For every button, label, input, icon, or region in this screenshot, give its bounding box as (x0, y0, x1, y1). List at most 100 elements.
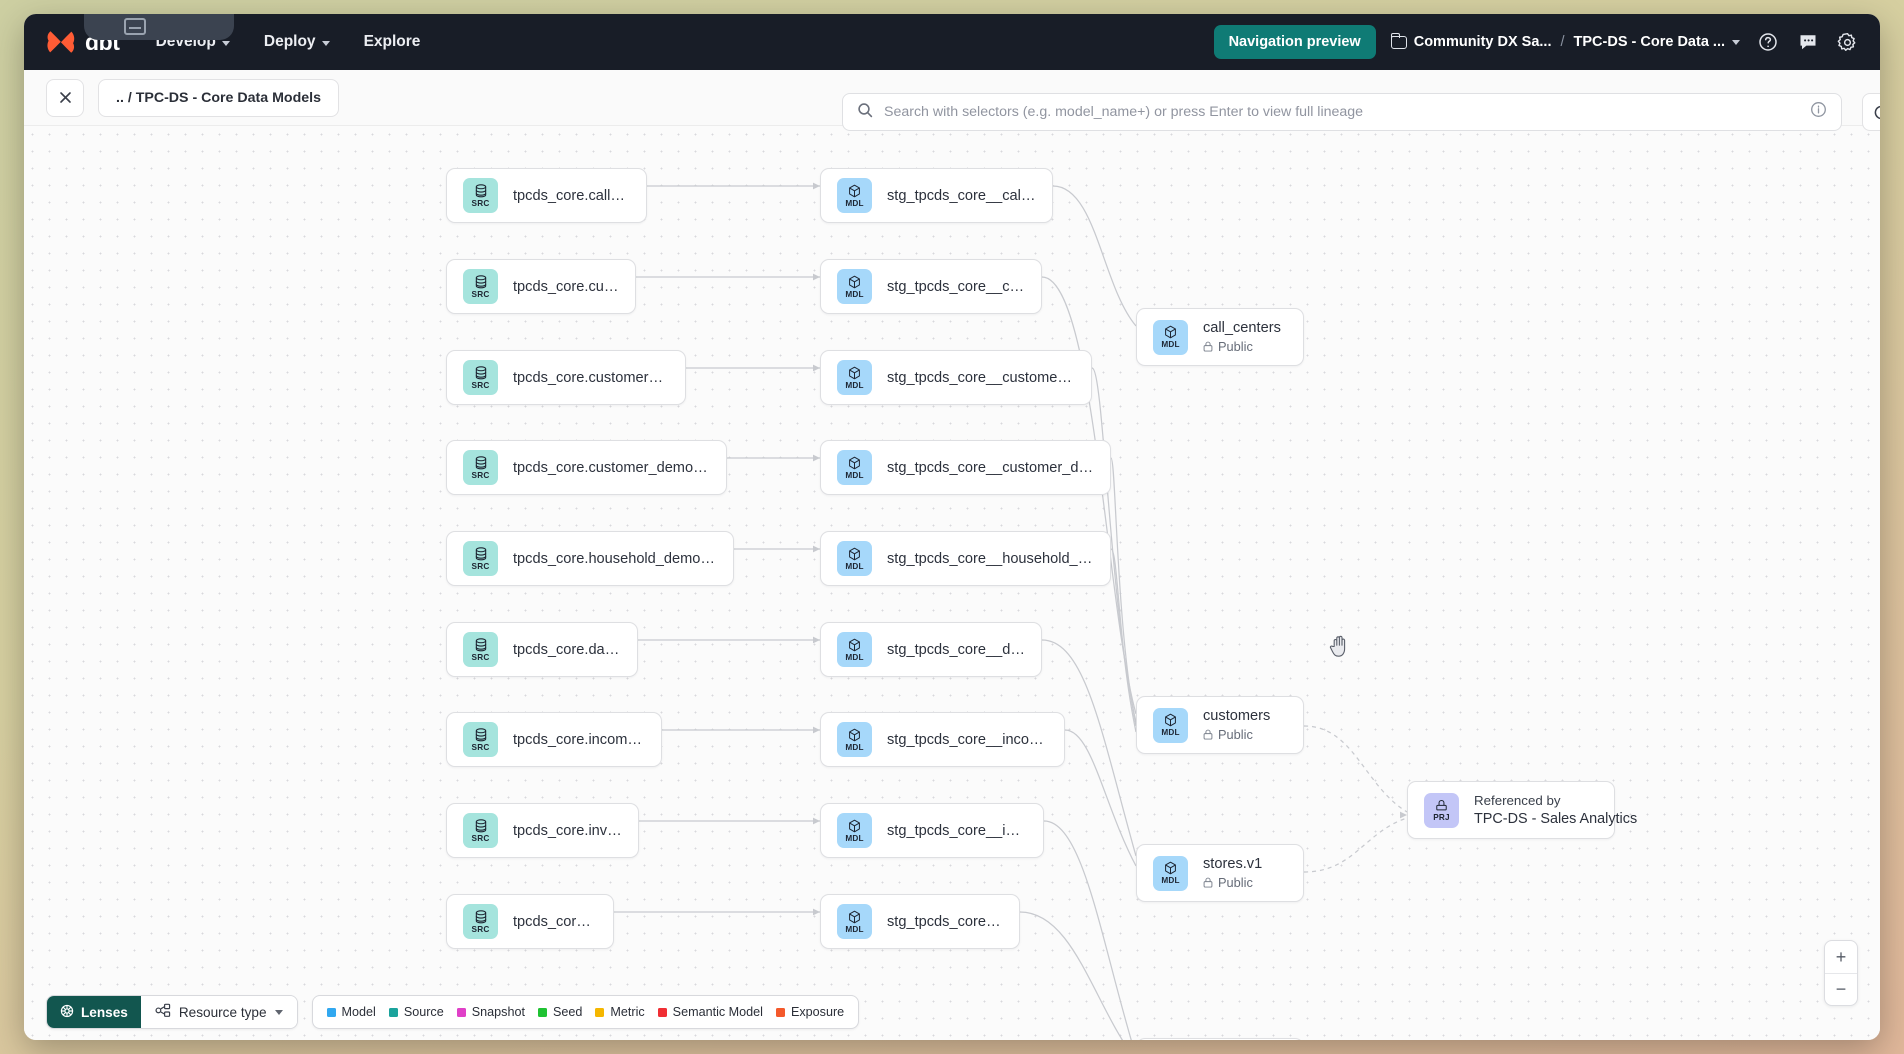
node-title: tpcds_core.household_demographics (513, 550, 717, 567)
breadcrumb: Community DX Sa... / TPC-DS - Core Data … (1390, 32, 1740, 50)
node-title: stg_tpcds_core__inventory (887, 822, 1027, 839)
mdl-badge-icon: MDL (837, 450, 872, 485)
nav-item-deploy[interactable]: Deploy (262, 29, 332, 55)
nav-item-explore-label: Explore (363, 33, 421, 50)
lineage-node-model[interactable]: MDL stg_tpcds_core__inventory (820, 803, 1044, 858)
legend-item-model[interactable]: Model (326, 1005, 376, 1019)
lineage-edges (614, 182, 1408, 1040)
lenses-button[interactable]: Lenses (47, 996, 141, 1028)
help-circle-icon[interactable] (1755, 30, 1780, 55)
search-input[interactable] (884, 104, 1799, 120)
lenses-button-label: Lenses (81, 1004, 128, 1020)
node-title: stg_tpcds_core__customer_address (887, 369, 1075, 386)
lineage-node-source[interactable]: SRC tpcds_core.household_demographics (446, 531, 734, 586)
lineage-graph: SRCtpcds_core.call_centerSRCtpcds_core.c… (24, 126, 1880, 1040)
node-body: Referenced by TPC-DS - Sales Analytics (1474, 793, 1638, 827)
mdl-badge-icon: MDL (837, 178, 872, 213)
zoom-out-button[interactable]: − (1825, 973, 1857, 1005)
legend-item-metric[interactable]: Metric (595, 1005, 645, 1019)
node-body: tpcds_core.date_dim (513, 642, 621, 658)
nav-item-deploy-label: Deploy (263, 33, 316, 50)
lineage-canvas[interactable]: SRCtpcds_core.call_centerSRCtpcds_core.c… (24, 126, 1880, 1040)
resource-type-filter[interactable]: Resource type (140, 996, 297, 1028)
node-body: tpcds_core.customer_address (513, 370, 669, 386)
lenses-icon (60, 1004, 74, 1021)
legend-item-semantic-model[interactable]: Semantic Model (657, 1005, 763, 1019)
lineage-node-model[interactable]: MDL stg_tpcds_core__customer_demogra... (820, 440, 1111, 495)
node-body: stg_tpcds_core__customer_demogra... (887, 460, 1094, 476)
mdl-badge-icon: MDL (837, 813, 872, 848)
referenced-by-caption: Referenced by (1474, 793, 1561, 808)
breadcrumb-account[interactable]: Community DX Sa... (1390, 32, 1552, 50)
node-title: tpcds_core.call_center (513, 187, 630, 204)
node-title: tpcds_core.customer_demographics (513, 459, 710, 476)
lineage-node-model[interactable]: MDL stg_tpcds_core__customer_address (820, 350, 1092, 405)
zoom-in-button[interactable]: + (1835, 946, 1847, 967)
legend-item-snapshot[interactable]: Snapshot (456, 1005, 525, 1019)
node-title: stg_tpcds_core__customer_demogra... (887, 459, 1094, 476)
node-access: Public (1203, 339, 1281, 354)
node-body: stg_tpcds_core__income_band (887, 732, 1048, 748)
legend-item-source[interactable]: Source (388, 1005, 444, 1019)
node-title: stores.v1 (1203, 856, 1263, 872)
search-icon (857, 102, 873, 123)
node-title: tpcds_core.customer_address (513, 369, 669, 386)
src-badge-icon: SRC (463, 269, 498, 304)
node-body: tpcds_core.inventory (513, 823, 622, 839)
mdl-badge-icon: MDL (837, 360, 872, 395)
legend-label: Metric (610, 1005, 645, 1019)
breadcrumb-project[interactable]: TPC-DS - Core Data ... (1574, 34, 1740, 50)
navigation-preview-button[interactable]: Navigation preview (1213, 25, 1376, 59)
node-title: tpcds_core.income_band (513, 731, 645, 748)
refresh-button[interactable] (1862, 93, 1880, 131)
nav-item-explore[interactable]: Explore (362, 29, 423, 55)
node-title: stg_tpcds_core__income_band (887, 731, 1048, 748)
legend-item-seed[interactable]: Seed (537, 1005, 582, 1019)
lineage-search-box[interactable] (842, 93, 1842, 131)
node-title: stg_tpcds_core__customer (887, 278, 1025, 295)
src-badge-icon: SRC (463, 178, 498, 213)
node-title: tpcds_core.date_dim (513, 641, 621, 658)
breadcrumb-project-label: TPC-DS - Core Data ... (1573, 34, 1725, 50)
legend-swatch (595, 1007, 605, 1017)
gear-icon[interactable] (1835, 30, 1860, 55)
legend-item-exposure[interactable]: Exposure (775, 1005, 845, 1019)
lineage-breadcrumb-chip[interactable]: .. / TPC-DS - Core Data Models (98, 78, 339, 117)
lineage-node-model[interactable]: MDL stg_tpcds_core__customer (820, 259, 1042, 314)
referenced-by-project: TPC-DS - Sales Analytics (1474, 811, 1638, 827)
lineage-node-model[interactable]: MDLstg_tpcds_core__household_demogr... (820, 531, 1111, 586)
close-lineage-button[interactable] (46, 78, 84, 117)
lineage-node-source[interactable]: SRC tpcds_core.call_center (446, 168, 647, 223)
lineage-node-source[interactable]: SRC tpcds_core.customer_demographics (446, 440, 727, 495)
mdl-badge-icon: MDL (837, 269, 872, 304)
legend-label: Exposure (790, 1005, 845, 1019)
feedback-icon[interactable] (1795, 30, 1820, 55)
node-title: stg_tpcds_core__date_dim (887, 641, 1025, 658)
window-tab[interactable] (84, 14, 234, 40)
lenses-control-group: Lenses Resource type (46, 995, 298, 1029)
node-title: tpcds_core.store (513, 913, 597, 930)
legend-label: Model (341, 1005, 376, 1019)
info-icon[interactable] (1810, 101, 1827, 123)
src-badge-icon: SRC (463, 450, 498, 485)
chevron-down-icon (1732, 39, 1740, 45)
legend-label: Source (403, 1005, 444, 1019)
src-badge-icon: SRC (463, 541, 498, 576)
